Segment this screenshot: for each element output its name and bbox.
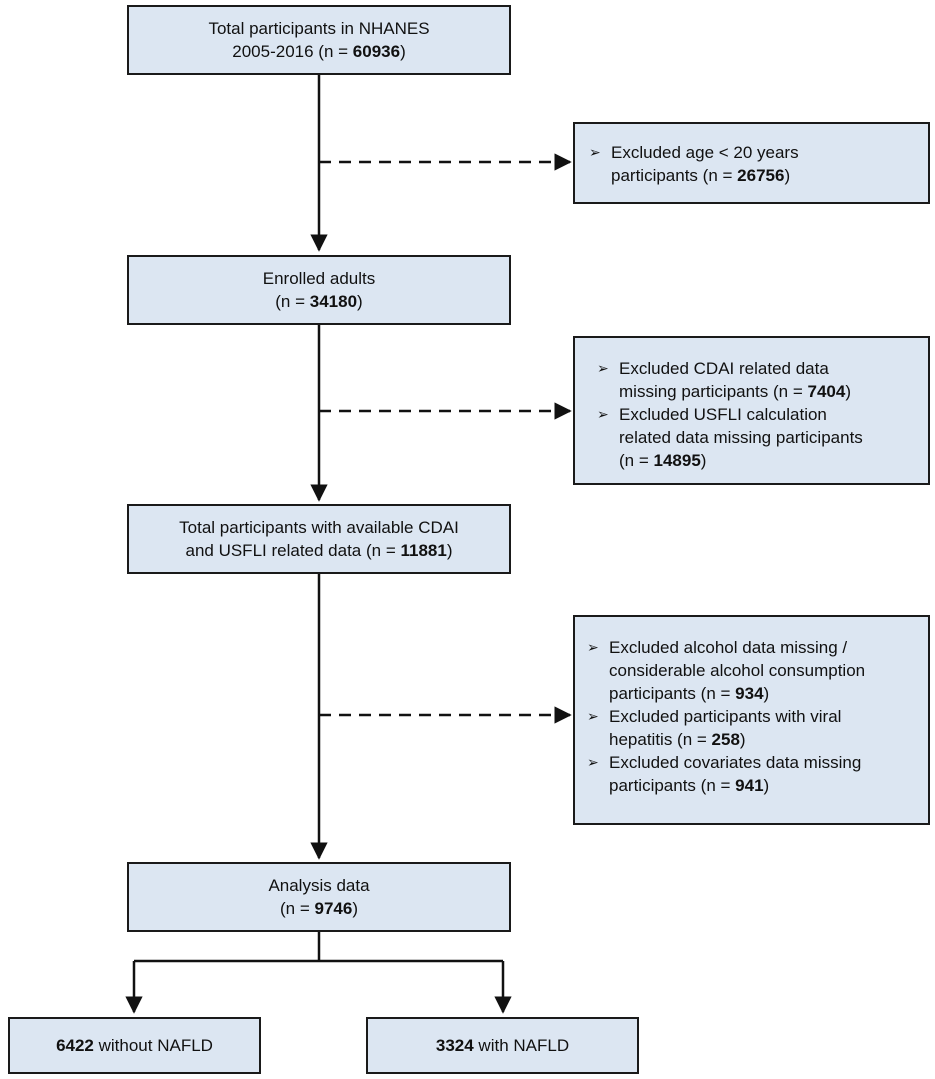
exclusion-box-1: ➢ Excluded age < 20 years participants (… xyxy=(573,122,930,204)
box-line: 2005-2016 (n = 60936) xyxy=(232,42,406,61)
count: 9746 xyxy=(314,899,353,918)
box-enrolled-adults: Enrolled adults (n = 34180) xyxy=(127,255,511,325)
box-line: (n = 9746) xyxy=(280,899,358,918)
exclusion-line: Excluded age < 20 years xyxy=(611,143,799,162)
exclusion-line: hepatitis (n = 258) xyxy=(609,730,746,749)
exclusion-item: ➢ Excluded CDAI related data missing par… xyxy=(597,357,914,403)
exclusion-line: related data missing participants xyxy=(619,428,863,447)
count: 6422 xyxy=(56,1036,94,1055)
count: 60936 xyxy=(352,42,401,61)
exclusion-line: Excluded CDAI related data xyxy=(619,359,829,378)
box-line: Total participants in NHANES xyxy=(208,19,430,38)
arrow-bullet-icon: ➢ xyxy=(589,144,601,160)
exclusion-line: Excluded covariates data missing xyxy=(609,753,862,772)
exclusion-line: participants (n = 26756) xyxy=(611,166,791,185)
box-available-data: Total participants with available CDAI a… xyxy=(127,504,511,574)
exclusion-box-2: ➢ Excluded CDAI related data missing par… xyxy=(573,336,930,485)
exclusion-item: ➢ Excluded alcohol data missing / consid… xyxy=(587,636,914,705)
box-line: 6422 without NAFLD xyxy=(56,1036,213,1055)
exclusion-item: ➢ Excluded age < 20 years participants (… xyxy=(589,141,914,187)
exclusion-line: missing participants (n = 7404) xyxy=(619,382,851,401)
count: 34180 xyxy=(309,292,358,311)
arrow-bullet-icon: ➢ xyxy=(597,360,609,376)
exclusion-line: Excluded USFLI calculation xyxy=(619,405,827,424)
box-without-nafld: 6422 without NAFLD xyxy=(8,1017,261,1074)
exclusion-line: (n = 14895) xyxy=(619,451,707,470)
arrow-bullet-icon: ➢ xyxy=(597,406,609,422)
box-line: Enrolled adults xyxy=(262,269,376,288)
count: 14895 xyxy=(653,451,701,470)
box-line: and USFLI related data (n = 11881) xyxy=(185,541,453,560)
count: 26756 xyxy=(737,166,785,185)
box-analysis-data: Analysis data (n = 9746) xyxy=(127,862,511,932)
box-line: (n = 34180) xyxy=(275,292,363,311)
exclusion-box-3: ➢ Excluded alcohol data missing / consid… xyxy=(573,615,930,825)
exclusion-line: participants (n = 934) xyxy=(609,684,770,703)
exclusion-item: ➢ Excluded covariates data missing parti… xyxy=(587,751,914,797)
arrow-bullet-icon: ➢ xyxy=(587,754,599,770)
box-line: Total participants with available CDAI xyxy=(179,518,459,537)
count: 7404 xyxy=(807,382,846,401)
exclusion-line: Excluded participants with viral xyxy=(609,707,842,726)
exclusion-line: participants (n = 941) xyxy=(609,776,770,795)
count: 934 xyxy=(735,684,764,703)
exclusion-item: ➢ Excluded participants with viral hepat… xyxy=(587,705,914,751)
count: 3324 xyxy=(435,1036,474,1055)
count: 258 xyxy=(711,730,740,749)
box-with-nafld: 3324 with NAFLD xyxy=(366,1017,639,1074)
count: 11881 xyxy=(400,541,447,560)
exclusion-item: ➢ Excluded USFLI calculation related dat… xyxy=(597,403,914,472)
box-total-participants: Total participants in NHANES 2005-2016 (… xyxy=(127,5,511,75)
box-line: Analysis data xyxy=(268,876,370,895)
exclusion-line: considerable alcohol consumption xyxy=(609,661,866,680)
arrow-bullet-icon: ➢ xyxy=(587,639,599,655)
box-line: 3324 with NAFLD xyxy=(435,1036,570,1055)
arrow-bullet-icon: ➢ xyxy=(587,708,599,724)
exclusion-line: Excluded alcohol data missing / xyxy=(609,638,848,657)
count: 941 xyxy=(735,776,764,795)
